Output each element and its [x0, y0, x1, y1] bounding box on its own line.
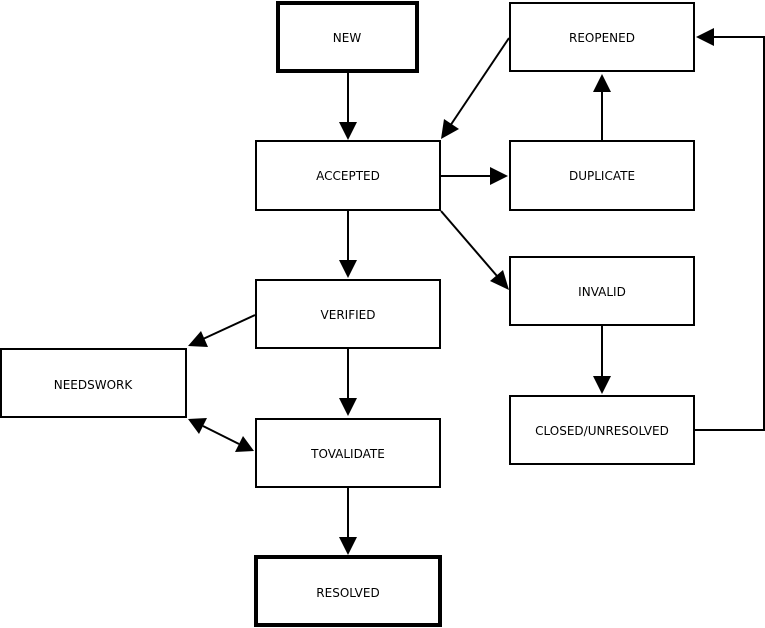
- node-resolved-label: RESOLVED: [316, 586, 379, 600]
- arrowhead-reopened-from-closed: [696, 28, 714, 46]
- arrowhead-accepted-from-reopened: [441, 119, 459, 139]
- node-verified-label: VERIFIED: [321, 308, 376, 322]
- arrowhead-invalid-from-accepted: [490, 270, 509, 290]
- edge-reopened-to-accepted: [449, 37, 510, 127]
- arrowhead-duplicate-from-accepted: [490, 167, 508, 185]
- node-needswork: NEEDSWORK: [0, 348, 187, 418]
- arrowhead-closed-from-invalid: [593, 376, 611, 394]
- edge-verified-to-needswork: [202, 314, 256, 340]
- node-new-label: NEW: [333, 31, 362, 45]
- node-duplicate: DUPLICATE: [509, 140, 695, 211]
- node-tovalidate: TOVALIDATE: [255, 418, 441, 488]
- node-reopened-label: REOPENED: [569, 31, 635, 45]
- node-accepted-label: ACCEPTED: [316, 169, 380, 183]
- node-verified: VERIFIED: [255, 279, 441, 349]
- arrowhead-needswork-from-verified: [188, 331, 208, 347]
- arrowhead-verified-from-accepted: [339, 260, 357, 278]
- arrowhead-needswork-from-tovalidate: [188, 418, 207, 434]
- arrowhead-accepted-from-new: [339, 122, 357, 140]
- node-duplicate-label: DUPLICATE: [569, 169, 635, 183]
- node-tovalidate-label: TOVALIDATE: [310, 447, 385, 461]
- arrowhead-resolved-from-tovalidate: [339, 537, 357, 555]
- node-new: NEW: [276, 1, 419, 73]
- node-resolved: RESOLVED: [254, 555, 442, 627]
- edge-closed-to-reopened: [695, 36, 765, 431]
- edge-needswork-tovalidate: [202, 425, 240, 445]
- arrowhead-tovalidate-from-verified: [339, 398, 357, 416]
- arrowhead-tovalidate-from-needswork: [235, 436, 254, 452]
- arrowhead-reopened-from-duplicate: [593, 74, 611, 92]
- node-needswork-label: NEEDSWORK: [54, 378, 134, 392]
- node-invalid-label: INVALID: [578, 285, 626, 299]
- node-reopened: REOPENED: [509, 2, 695, 72]
- node-closed-unresolved-label: CLOSED/UNRESOLVED: [535, 424, 669, 438]
- node-accepted: ACCEPTED: [255, 140, 441, 211]
- node-invalid: INVALID: [509, 256, 695, 326]
- node-closed-unresolved: CLOSED/UNRESOLVED: [509, 395, 695, 465]
- edge-accepted-to-invalid: [440, 210, 498, 277]
